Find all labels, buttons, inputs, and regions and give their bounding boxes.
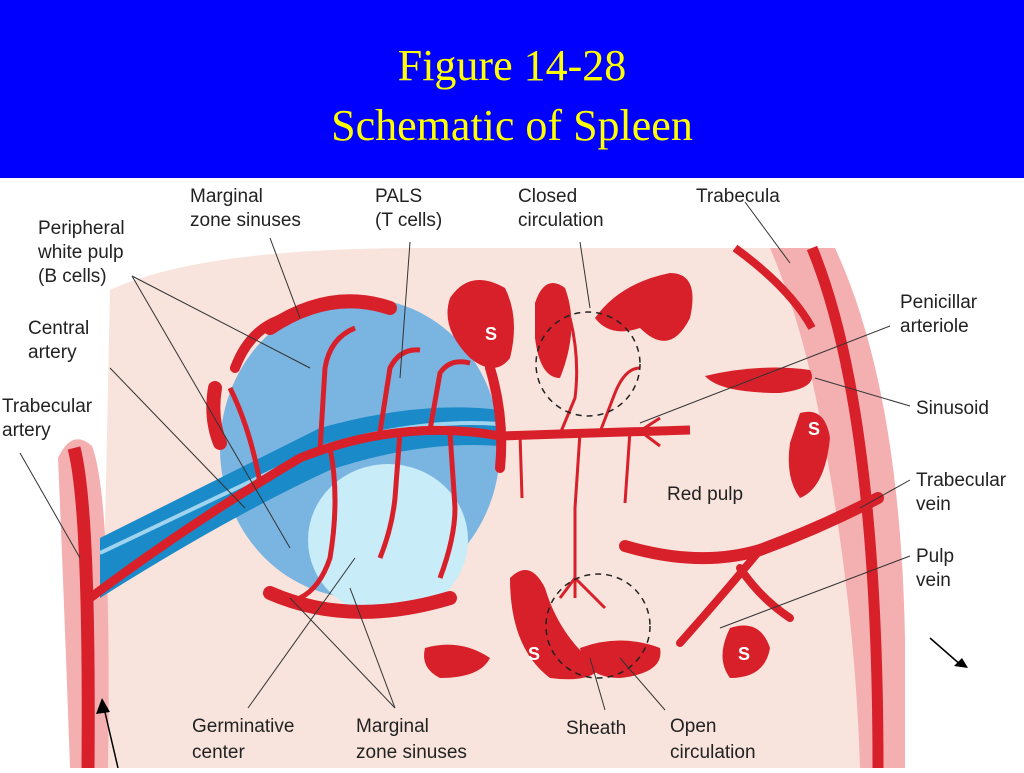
sinusoid-blob-1 xyxy=(447,280,514,368)
label-peripheral-white-pulp-2: white pulp xyxy=(37,242,124,263)
central-artery-sheath-band xyxy=(100,407,500,598)
label-closed-circulation-1: Closed xyxy=(518,186,577,207)
label-peripheral-white-pulp-1: Peripheral xyxy=(38,218,125,239)
artery-branch-left xyxy=(227,386,263,484)
label-red-pulp: Red pulp xyxy=(667,484,743,505)
label-trabecular-artery-2: artery xyxy=(2,420,51,441)
spleen-schematic: S S S S Marginal zone sinuses PALS xyxy=(2,186,1007,769)
sinusoid-blob-6 xyxy=(510,570,600,680)
artery-branch-down-3 xyxy=(437,431,458,579)
sinusoid-mark: S xyxy=(528,644,540,664)
label-marginal-zone-sinuses-top-2: zone sinuses xyxy=(190,210,301,231)
label-pals-1: PALS xyxy=(375,186,422,207)
label-marginal-zone-sinuses-bottom-2: zone sinuses xyxy=(356,742,467,763)
label-peripheral-white-pulp-3: (B cells) xyxy=(38,266,107,287)
label-pulp-vein-1: Pulp xyxy=(916,546,954,567)
central-artery-vessel xyxy=(87,425,691,602)
penicillar-arteriole-3 xyxy=(573,432,582,598)
artery-branch-up-1 xyxy=(317,325,357,451)
sinusoid-blob-3 xyxy=(595,273,693,341)
marginal-sinus-right xyxy=(485,363,507,473)
label-open-circulation-1: Open xyxy=(670,716,716,737)
sinusoid-blob-8 xyxy=(722,625,770,678)
slide-title-line-1: Figure 14-28 xyxy=(397,41,627,90)
label-marginal-zone-sinuses-bottom-1: Marginal xyxy=(356,716,429,737)
sinusoid-blob-2 xyxy=(535,283,572,378)
label-penicillar-arteriole-2: arteriole xyxy=(900,316,969,337)
sinusoid-blob-4 xyxy=(705,367,812,393)
label-trabecular-vein-2: vein xyxy=(916,494,951,515)
artery-branch-up-3 xyxy=(427,359,471,431)
label-marginal-zone-sinuses-top-1: Marginal xyxy=(190,186,263,207)
open-circulation-circle xyxy=(545,573,651,679)
label-pulp-vein-2: vein xyxy=(916,570,951,591)
sinusoid-blob-5 xyxy=(788,411,830,498)
label-central-artery-2: artery xyxy=(28,342,77,363)
label-germinative-center-1: Germinative xyxy=(192,716,294,737)
marginal-sinus-bottom xyxy=(263,586,457,619)
artery-branch-down-2 xyxy=(377,431,403,559)
sinusoid-blob-9 xyxy=(580,640,661,678)
closed-circulation-circle xyxy=(535,311,641,417)
sinusoid-mark: S xyxy=(485,324,497,344)
penicillar-arteriole-1 xyxy=(558,317,579,435)
exit-arrow xyxy=(929,637,968,668)
marginal-sinus-left xyxy=(206,381,227,450)
artery-branch-down-1 xyxy=(298,447,338,601)
pulp-vein-branch xyxy=(676,546,794,647)
label-sinusoid: Sinusoid xyxy=(916,398,989,419)
entry-arrow xyxy=(96,698,119,769)
label-trabecular-vein-1: Trabecular xyxy=(916,470,1007,491)
trabecular-artery-vessel xyxy=(67,446,95,769)
penicillar-arteriole-2 xyxy=(598,366,641,433)
penicillar-arteriole-5 xyxy=(623,416,661,504)
label-trabecular-artery-1: Trabecular xyxy=(2,396,93,417)
sinusoid-mark: S xyxy=(808,419,820,439)
label-germinative-center-2: center xyxy=(192,742,245,763)
leader-lines xyxy=(19,201,911,711)
slide-title-line-2: Schematic of Spleen xyxy=(331,101,693,150)
sinusoid-blob-7 xyxy=(424,644,490,678)
sinusoid-mark: S xyxy=(738,644,750,664)
penicillar-arteriole-6 xyxy=(518,433,524,499)
label-central-artery-1: Central xyxy=(28,318,89,339)
title-band: Figure 14-28 Schematic of Spleen xyxy=(0,0,1024,178)
spleen-diagram-frame: S S S S Marginal zone sinuses PALS xyxy=(0,178,1024,769)
label-sheath: Sheath xyxy=(566,718,626,739)
penicillar-arteriole-4 xyxy=(558,576,607,610)
label-closed-circulation-2: circulation xyxy=(518,210,604,231)
marginal-sinus-top-left xyxy=(230,313,290,373)
label-penicillar-arteriole-1: Penicillar xyxy=(900,292,978,313)
label-trabecula: Trabecula xyxy=(696,186,780,207)
label-pals-2: (T cells) xyxy=(375,210,442,231)
trabecular-vein-right xyxy=(806,245,884,769)
label-open-circulation-2: circulation xyxy=(670,742,756,763)
trabecular-vein-inner xyxy=(732,244,816,330)
artery-branch-up-2 xyxy=(377,347,421,433)
